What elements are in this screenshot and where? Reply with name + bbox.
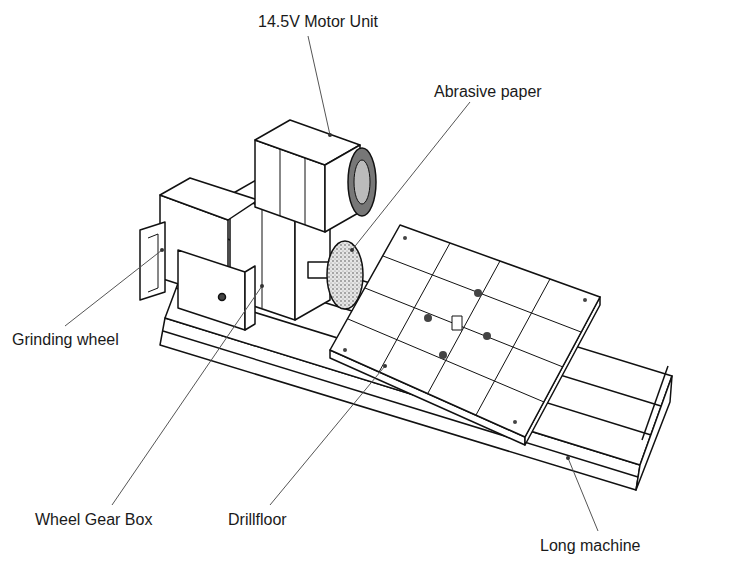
part-label: Abrasive paper [434, 82, 542, 101]
part-label: 14.5V Motor Unit [258, 12, 378, 31]
part-label: Drillfloor [228, 510, 287, 529]
part-label: Wheel Gear Box [35, 510, 152, 529]
part-label: Long machine [540, 536, 641, 555]
part-label: Grinding wheel [12, 330, 119, 349]
